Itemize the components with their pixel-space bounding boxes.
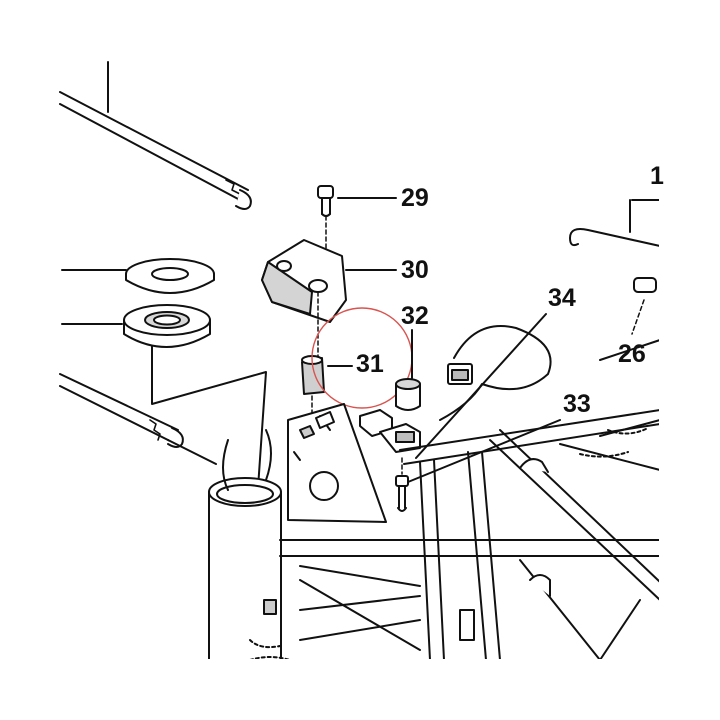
- flat-washer: [125, 258, 215, 294]
- frame-bracket: [287, 403, 387, 523]
- callout-33: 33: [563, 390, 591, 418]
- vertical-tube: [208, 429, 282, 661]
- callout-32: 32: [401, 302, 429, 330]
- threaded-rod-lower: [59, 373, 217, 465]
- clip-26: [631, 277, 657, 335]
- callout-29: 29: [401, 184, 429, 212]
- sensor-32: [359, 329, 421, 453]
- leader-34: [415, 313, 547, 459]
- callout-30: 30: [401, 256, 429, 284]
- callout-34: 34: [548, 284, 576, 312]
- assembly-leader-v: [151, 345, 267, 489]
- bearing: [123, 304, 211, 348]
- tubular-frame: [249, 339, 661, 661]
- callout-1: 1: [650, 162, 664, 190]
- hook-1: [569, 199, 661, 247]
- callout-26: 26: [618, 340, 646, 368]
- sensor-cable: [439, 325, 552, 421]
- callout-31: 31: [356, 350, 384, 378]
- threaded-rod-upper: [59, 61, 252, 210]
- clamp-block-30: [261, 239, 397, 361]
